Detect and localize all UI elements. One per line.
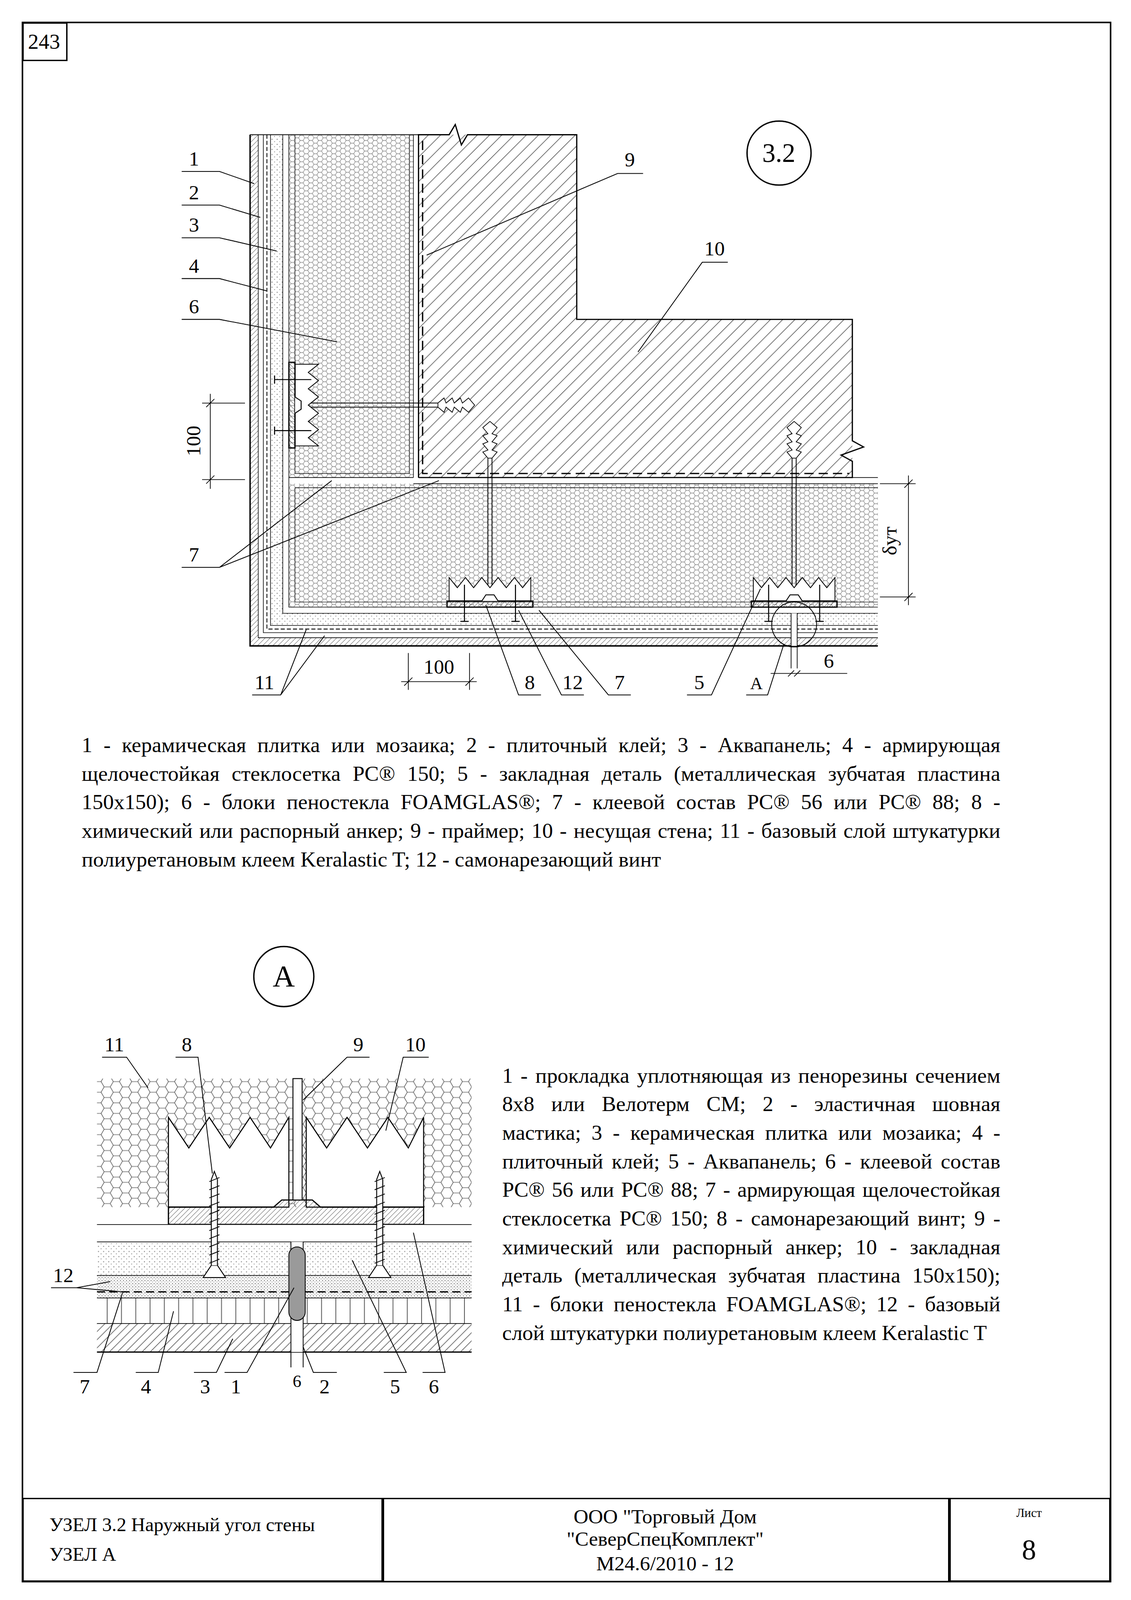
legend-note: 1 - керамическая плитка или мозаика; 2 -… <box>81 730 1001 874</box>
foamglas-insulation <box>288 134 878 608</box>
anchor-plate <box>274 362 475 449</box>
callout-number: 11 <box>254 671 275 694</box>
callout-number: 4 <box>140 1375 152 1399</box>
toothed-plate <box>168 1117 289 1208</box>
node-text: УЗЕЛ 3.2 Наружный угол стены <box>49 1514 315 1537</box>
callout-number: 8 <box>181 1033 192 1057</box>
detail-marker: А <box>253 946 315 1008</box>
corner-section <box>181 124 916 696</box>
bearing-wall <box>418 134 853 478</box>
callout-number: 9 <box>353 1033 364 1057</box>
layer-line <box>97 1224 472 1324</box>
section-marker: 3.2 <box>746 120 812 186</box>
panel-joint <box>791 613 798 647</box>
dimension-value: 100 <box>423 656 455 679</box>
callout-number: 5 <box>693 671 704 694</box>
adhesive-joint <box>288 134 878 484</box>
node-text: ООО "Торговый Дом "СеверСпецКомплект" <box>547 1506 783 1551</box>
legend-note: 1 - прокладка уплотняющая из пенорезины … <box>502 1061 1001 1348</box>
leader-line <box>181 171 784 696</box>
callout-number: 1 <box>230 1375 241 1399</box>
foamglas-insulation <box>97 1078 472 1208</box>
callout-number: 7 <box>614 671 625 694</box>
adhesive-joint <box>288 477 878 484</box>
node-text: 3.2 <box>762 138 796 168</box>
aquapanel <box>97 1242 472 1277</box>
sheet-cell: Лист 8 <box>949 1498 1111 1582</box>
circle-outline <box>746 120 811 185</box>
title-cell: УЗЕЛ 3.2 Наружный угол стеныУЗЕЛ А <box>22 1498 383 1582</box>
detail-a <box>51 1057 472 1373</box>
callout-number: 12 <box>562 671 584 694</box>
anchor-plate <box>751 421 838 622</box>
ceramic-tile <box>250 134 878 647</box>
callout-number: 4 <box>188 255 199 278</box>
screw <box>368 1171 391 1278</box>
leader-line <box>51 1057 446 1373</box>
sealing-cord <box>288 1247 306 1321</box>
callout-number: 5 <box>390 1375 401 1399</box>
callout-number: 2 <box>319 1375 330 1399</box>
toothed-plate <box>306 1117 424 1208</box>
callout-number: 10 <box>405 1033 426 1057</box>
layer-line <box>258 134 878 638</box>
dimension-value: 6 <box>823 650 834 673</box>
node-subtext: 8 <box>1021 1534 1037 1567</box>
dimension-line <box>401 653 477 691</box>
callout-number: 7 <box>79 1375 90 1399</box>
tile-adhesive <box>97 1298 472 1324</box>
circle-outline <box>253 946 314 1007</box>
callout-number: 6 <box>188 296 199 319</box>
aquapanel <box>270 134 878 626</box>
callout-number: 3 <box>188 214 199 237</box>
adhesive-layer <box>97 1224 472 1243</box>
node-text: Лист <box>1016 1506 1042 1521</box>
panel-joint <box>791 613 798 669</box>
callout-number: 6 <box>428 1375 439 1399</box>
anchor-plate <box>447 421 533 622</box>
dimension-line <box>770 670 848 677</box>
callout-number: 9 <box>624 149 635 172</box>
company-cell: ООО "Торговый Дом "СеверСпецКомплект"М24… <box>382 1498 950 1583</box>
node-subtext: УЗЕЛ А <box>49 1544 116 1566</box>
callout-number: 2 <box>188 181 199 204</box>
ceramic-tile <box>97 1323 472 1353</box>
sheet-frame <box>22 22 1111 1583</box>
callout-number: 11 <box>104 1033 125 1057</box>
callout-number: 1 <box>188 147 199 171</box>
dimension-value: 100 <box>182 425 205 457</box>
plate-base <box>168 1200 424 1225</box>
detail-reference: А <box>750 674 763 694</box>
section-edge <box>250 134 419 136</box>
anchor <box>292 1078 303 1201</box>
mesh-line <box>97 1291 472 1293</box>
screw <box>203 1171 226 1278</box>
node-text: 243 <box>27 30 60 54</box>
dimension-value: 6 <box>292 1372 302 1392</box>
callout-number: 12 <box>52 1264 74 1288</box>
callout-number: 3 <box>200 1375 211 1399</box>
layer-line <box>250 134 878 647</box>
mesh-line <box>266 134 878 630</box>
callout-number: 7 <box>188 544 199 567</box>
block-outline <box>295 134 879 603</box>
dimension-value: δут <box>878 526 902 556</box>
callout-number: 10 <box>704 237 725 261</box>
dimension-line <box>202 394 245 490</box>
node-text: А <box>272 959 295 994</box>
layer-line <box>97 1351 472 1354</box>
primer-line <box>422 140 850 474</box>
base-plaster <box>97 1276 472 1299</box>
detail-marker <box>771 602 817 647</box>
page-number-box: 243 <box>22 22 68 62</box>
node-subtext: М24.6/2010 - 12 <box>596 1553 735 1576</box>
callout-number: 8 <box>524 671 535 694</box>
adhesive-joint <box>413 134 419 484</box>
